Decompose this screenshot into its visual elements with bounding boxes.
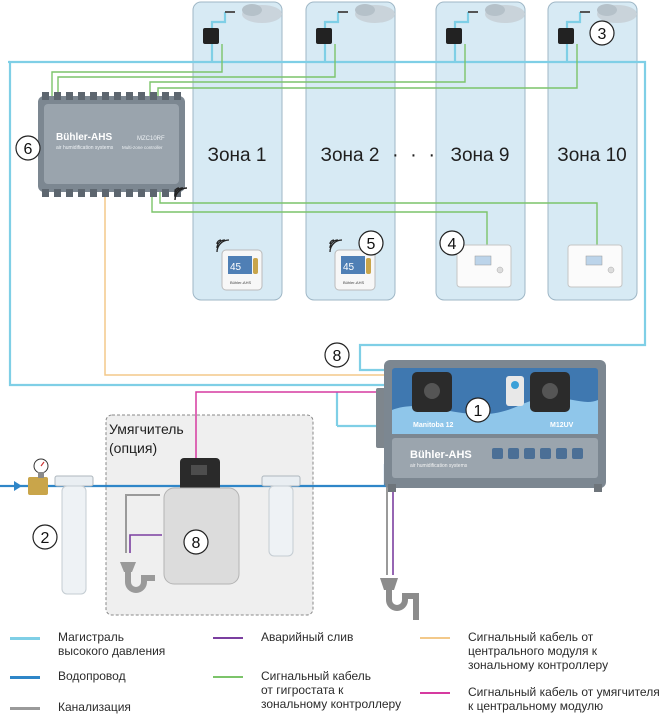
zone-panel-9 (435, 1, 526, 301)
legend-text: Сигнальный кабель от умягчителя к центра… (468, 685, 660, 713)
hygrostat-display: 45 (230, 262, 242, 273)
controller-model: MZC10RF (137, 136, 165, 142)
wireless-icon (216, 239, 230, 253)
legend-swatch (10, 676, 40, 679)
marker-2-label: 2 (41, 530, 50, 547)
zone-label-1: Зона 1 (208, 145, 267, 166)
legend-item-emergency-drain: Аварийный слив (213, 630, 353, 644)
legend-item-water: Водопровод (10, 669, 126, 683)
zone-label-9: Зона 9 (451, 145, 510, 166)
softener-title-line2: (опция) (109, 440, 157, 456)
marker-1-label: 1 (474, 403, 483, 420)
hygrostat-display: 45 (343, 262, 355, 273)
marker-6-label: 6 (24, 141, 33, 158)
central-cable (104, 190, 393, 376)
legend-swatch (213, 676, 243, 678)
legend-text: Водопровод (58, 669, 126, 683)
nozzle-zone-1 (203, 4, 282, 44)
legend-swatch (420, 692, 450, 694)
marker-8-main: 8 (324, 342, 350, 368)
legend-item-sewer: Канализация (10, 700, 131, 714)
marker-3-label: 3 (598, 26, 607, 43)
legend-item-softener-cable: Сигнальный кабель от умягчителя к центра… (420, 685, 660, 713)
zone-label-10: Зона 10 (557, 145, 627, 166)
wired-hygrostat-zone-10 (567, 244, 623, 288)
pre-filter (54, 475, 94, 595)
marker-6: 6 (15, 135, 41, 161)
hygrostat-brand: Bühler-AHS (343, 280, 364, 285)
marker-8-softener: 8 (183, 529, 209, 555)
zone-panel-10 (547, 1, 638, 301)
zone-controller: Bühler-AHS air humidification systems MZ… (38, 92, 185, 197)
legend-swatch (213, 637, 243, 639)
marker-5: 5 (358, 230, 384, 256)
drain-trap-softener (120, 562, 155, 593)
legend: Магистраль высокого давления Водопровод … (0, 625, 660, 715)
legend-text: Магистраль высокого давления (58, 630, 166, 658)
marker-4-label: 4 (448, 236, 457, 253)
marker-5-label: 5 (367, 236, 376, 253)
nozzle-zone-9 (446, 4, 525, 44)
marker-2: 2 (32, 524, 58, 550)
marker-8-main-label: 8 (333, 348, 342, 365)
marker-3: 3 (589, 20, 615, 46)
marker-4: 4 (439, 230, 465, 256)
main-unit-subtitle: air humidification systems (410, 463, 468, 469)
nozzle-zone-10 (558, 4, 637, 44)
softener-title-line1: Умягчитель (109, 421, 184, 437)
legend-item-hygrostat-cable: Сигнальный кабель от гигростата к зональ… (213, 669, 401, 711)
hygrostat-brand: Bühler-AHS (230, 280, 251, 285)
legend-text: Сигнальный кабель от центрального модуля… (468, 630, 609, 672)
wireless-icon (329, 239, 343, 253)
main-unit-brand: Bühler-AHS (410, 449, 472, 461)
nozzles (203, 4, 637, 44)
controller-subtitle: air humidification systems (56, 145, 114, 151)
legend-swatch (10, 707, 40, 710)
controller-brand: Bühler-AHS (56, 132, 112, 143)
main-unit-model-left: Manitoba 12 (413, 422, 454, 429)
legend-text: Сигнальный кабель от гигростата к зональ… (261, 669, 402, 711)
wireless-icon-controller (174, 187, 188, 201)
zone-label-2: Зона 2 (321, 145, 380, 166)
legend-swatch (10, 637, 40, 640)
marker-1: 1 (465, 397, 491, 423)
post-filter (261, 475, 301, 557)
wired-hygrostat-zone-9 (456, 244, 512, 288)
legend-text: Канализация (58, 700, 131, 714)
main-pump-unit: Manitoba 12 M12UV Bühler-AHS air humidif… (376, 360, 606, 492)
controller-model-caption: Multi-zone controller (122, 145, 163, 150)
zones-ellipsis: · · · (392, 144, 438, 166)
legend-item-high-pressure: Магистраль высокого давления (10, 630, 165, 658)
sewer-lines (125, 470, 388, 575)
legend-swatch (420, 637, 450, 639)
main-unit-model-right: M12UV (550, 422, 574, 429)
legend-text: Аварийный слив (261, 630, 354, 644)
pressure-reducer (28, 458, 49, 495)
wireless-hygrostat-zone-1: 45 Bühler-AHS (216, 239, 263, 291)
legend-item-central-cable: Сигнальный кабель от центрального модуля… (420, 630, 608, 672)
drain-trap-main (380, 578, 419, 620)
hygrostat-cables (51, 44, 598, 245)
inlet-arrow-head (14, 481, 22, 491)
nozzle-zone-2 (316, 4, 395, 44)
marker-8-softener-label: 8 (192, 535, 201, 552)
softener-cable (195, 391, 393, 458)
wireless-hygrostat-zone-2: 45 Bühler-AHS (329, 239, 376, 291)
